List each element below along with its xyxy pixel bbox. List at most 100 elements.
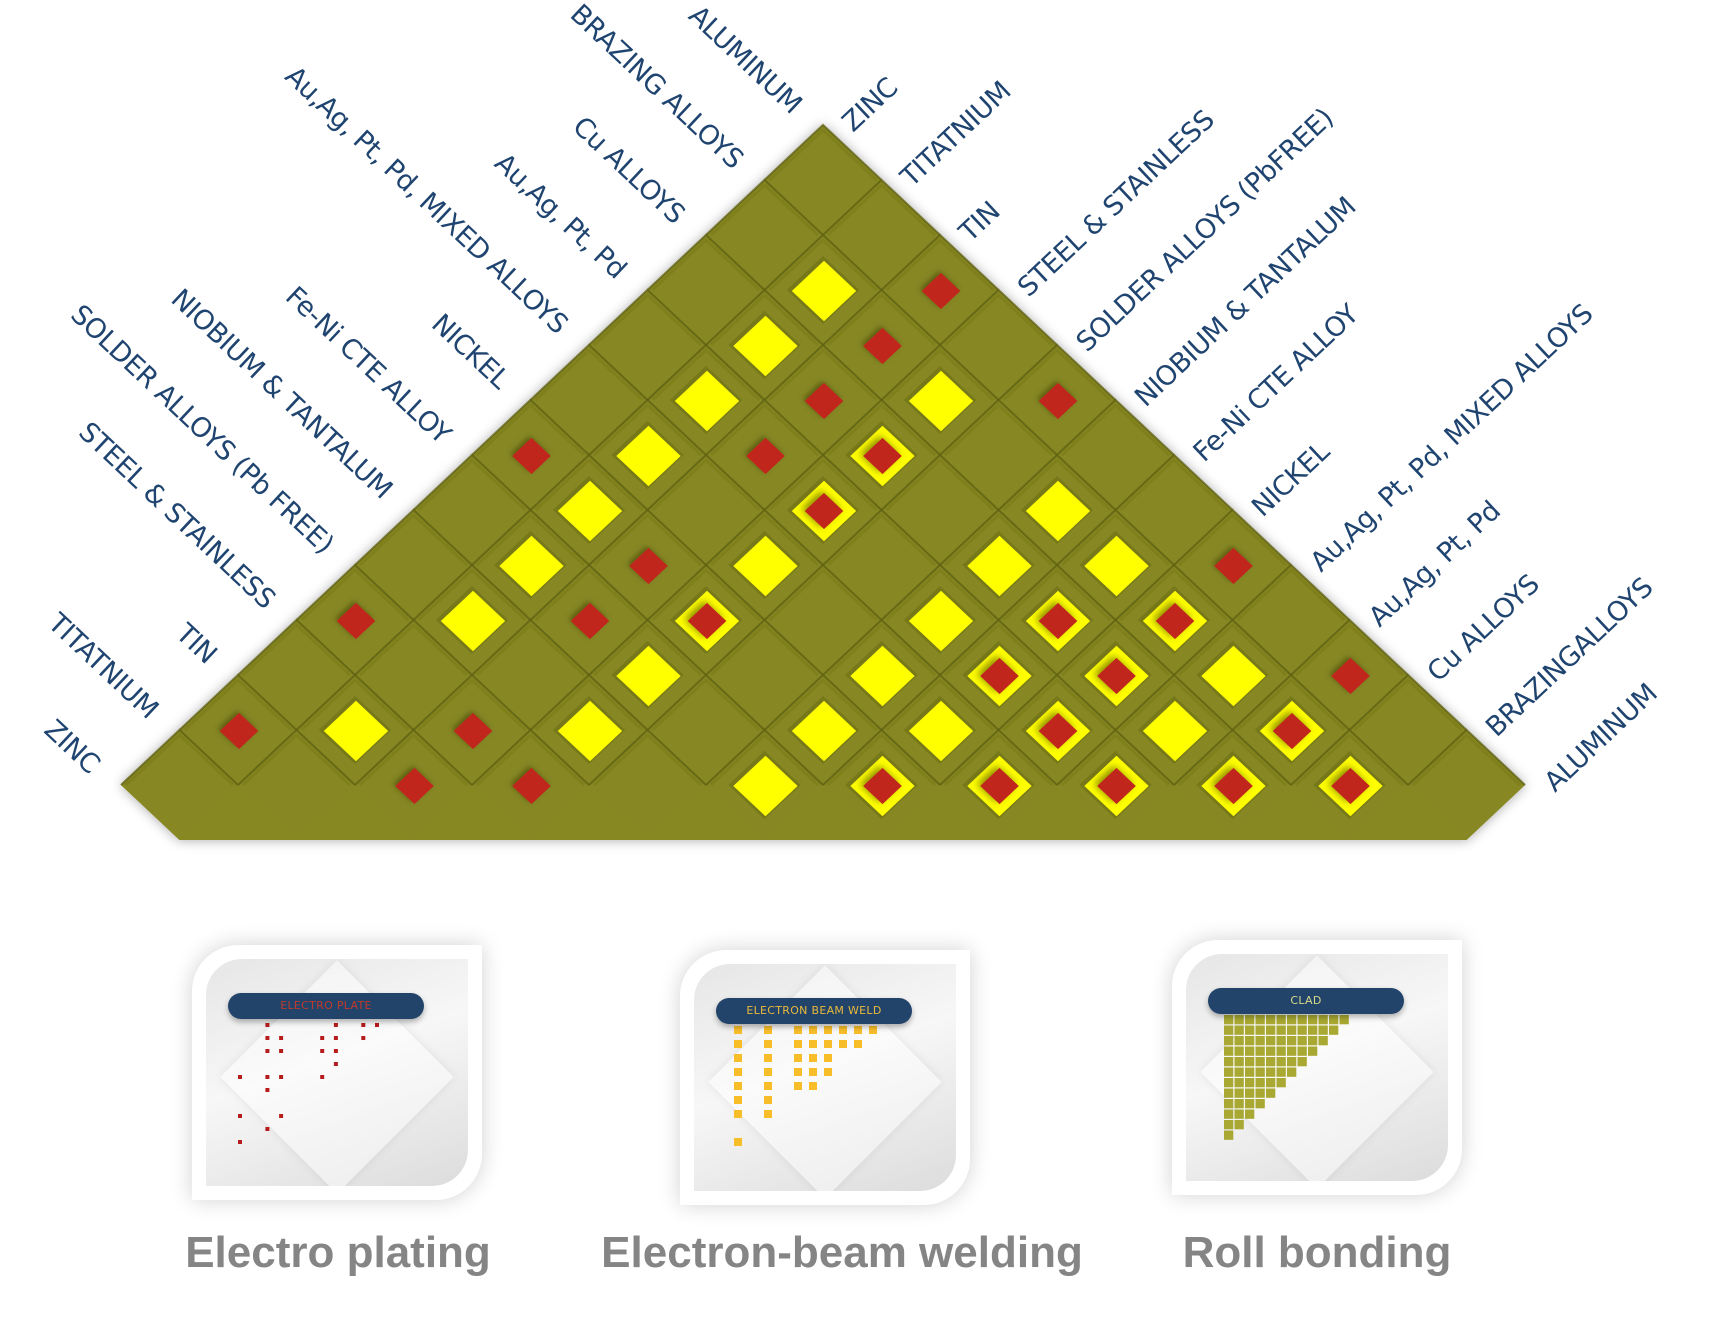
cell-bevel xyxy=(120,728,239,786)
electro-plate-mark xyxy=(1214,767,1253,805)
matrix-cell xyxy=(1173,728,1292,840)
electron-beam-weld-mark xyxy=(791,700,857,762)
electro-plate-dot xyxy=(279,1049,284,1053)
electron-beam-dot xyxy=(794,1054,802,1062)
cell-bevel xyxy=(471,618,590,676)
left-material-label: STEEL & STAINLESS xyxy=(72,416,281,615)
cell-bevel xyxy=(1290,618,1409,676)
electro-plate-mark xyxy=(804,382,844,420)
clad-grid-cell xyxy=(1245,1088,1255,1098)
electron-beam-dot xyxy=(764,1040,772,1048)
cell-bevel xyxy=(646,343,766,401)
clad-grid-cell xyxy=(1266,1046,1276,1056)
cell-bevel-inner xyxy=(651,567,761,622)
electro-plate-dot xyxy=(238,1075,242,1079)
clad-grid-cell xyxy=(1234,1120,1244,1130)
cell-bevel-inner xyxy=(1060,512,1171,567)
electron-beam-weld-mark xyxy=(323,700,389,762)
electro-plate-dot xyxy=(238,1140,242,1144)
cell-bevel xyxy=(763,123,883,181)
cell-bevel-inner xyxy=(768,237,878,292)
cell-bevel-inner xyxy=(592,732,703,787)
electro-plate-mark xyxy=(453,712,493,750)
cell-bevel xyxy=(763,343,883,401)
electron-beam-weld-mark xyxy=(908,700,974,762)
right-material-label: TIN xyxy=(953,196,1006,249)
matrix-cell xyxy=(354,728,473,840)
clad-grid-cell xyxy=(1224,1099,1234,1109)
right-material-label: NIOBIUM & TANTALUM xyxy=(1129,191,1362,413)
cell-bevel-inner xyxy=(826,622,937,677)
electron-beam-dot xyxy=(734,1040,742,1048)
clad-grid-cell xyxy=(1245,1078,1255,1088)
clad-grid-cell xyxy=(1276,1015,1286,1025)
cell-bevel-inner xyxy=(1236,677,1346,732)
cell-bevel-inner xyxy=(1294,622,1405,677)
cell-bevel xyxy=(588,618,707,676)
electro-plate-dot xyxy=(265,1088,270,1092)
cell-bevel-inner xyxy=(651,347,761,402)
electron-beam-dot xyxy=(734,1138,742,1146)
cell-bevel-inner xyxy=(1353,677,1463,732)
cell-bevel xyxy=(822,398,941,456)
electron-beam-dot xyxy=(809,1082,817,1090)
electro-plate-dot xyxy=(265,1127,270,1131)
left-material-label: TIN xyxy=(169,617,222,670)
electron-beam-dot xyxy=(869,1026,877,1034)
electro-plate-dot xyxy=(279,1036,284,1040)
clad-grid-cell xyxy=(1255,1046,1265,1056)
electron-beam-weld-dot-pattern xyxy=(734,1026,877,1146)
cell-bevel xyxy=(646,453,766,511)
cell-bevel xyxy=(588,398,707,456)
clad-grid-cell xyxy=(1224,1130,1234,1140)
matrix-cell xyxy=(471,728,590,840)
electro-plate-pill: ELECTRO PLATE xyxy=(228,993,424,1019)
clad-grid-cell xyxy=(1276,1078,1286,1088)
electron-beam-weld-mark xyxy=(908,590,974,652)
cell-bevel-inner xyxy=(885,567,995,622)
electron-beam-dot xyxy=(794,1026,802,1034)
clad-grid-cell xyxy=(1318,1036,1328,1046)
cell-bevel xyxy=(997,343,1117,401)
cell-bevel xyxy=(997,673,1117,731)
electron-beam-weld-mark xyxy=(557,700,623,762)
electron-beam-weld-card: ELECTRON BEAM WELD xyxy=(680,950,970,1205)
cell-bevel-inner xyxy=(534,457,644,512)
cell-bevel xyxy=(997,563,1117,621)
cell-bevel xyxy=(1056,618,1175,676)
clad-grid-cell xyxy=(1234,1088,1244,1098)
cell-bevel xyxy=(880,673,1000,731)
cell-bevel xyxy=(1114,673,1234,731)
cell-bevel-inner xyxy=(768,127,878,182)
cell-bevel-inner xyxy=(651,677,761,732)
electron-beam-dot xyxy=(794,1068,802,1076)
caption-electro-plating: Electro plating xyxy=(185,1228,491,1277)
electron-beam-dot xyxy=(764,1026,772,1034)
cell-bevel xyxy=(880,563,1000,621)
right-material-label: ZINC xyxy=(837,72,905,138)
cell-bevel-inner xyxy=(826,182,937,237)
caption-electron-beam-welding: Electron-beam welding xyxy=(601,1228,1083,1277)
electron-beam-dot xyxy=(734,1068,742,1076)
clad-grid-cell xyxy=(1224,1067,1234,1077)
right-material-label: ALUMINUM xyxy=(1539,678,1664,798)
cell-bevel-inner xyxy=(592,512,703,567)
cell-bevel xyxy=(646,563,766,621)
clad-grid-cell xyxy=(1245,1046,1255,1056)
clad-grid-cell xyxy=(1234,1078,1244,1088)
cell-bevel xyxy=(412,673,532,731)
electron-beam-dot xyxy=(839,1040,847,1048)
right-material-label: Cu ALLOYS xyxy=(1422,569,1546,688)
clad-grid-cell xyxy=(1224,1088,1234,1098)
cell-bevel xyxy=(1114,453,1234,511)
electro-plate-mark xyxy=(980,657,1019,695)
electron-beam-dot xyxy=(824,1040,832,1048)
cell-bevel-inner xyxy=(475,622,586,677)
electro-plate-mark xyxy=(1038,712,1078,750)
clad-grid-cell xyxy=(1255,1057,1265,1067)
cell-bevel-inner xyxy=(1177,732,1288,787)
electron-beam-dot xyxy=(734,1054,742,1062)
clad-grid-cell xyxy=(1234,1067,1244,1077)
cell-bevel xyxy=(1407,728,1526,786)
clad-grid-cell xyxy=(1318,1015,1328,1025)
